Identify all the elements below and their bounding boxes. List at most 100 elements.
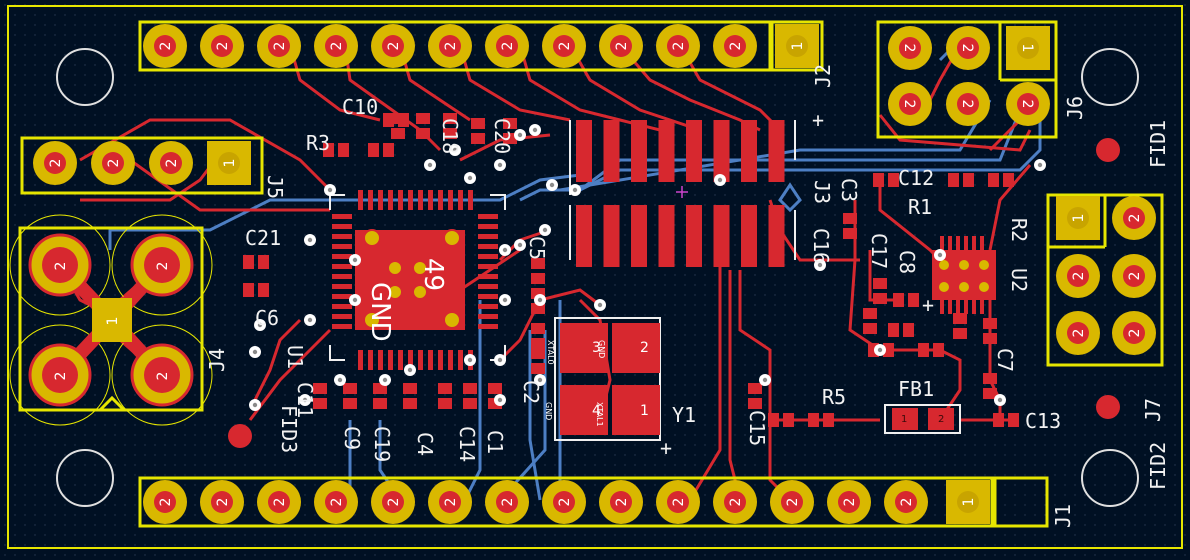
j1-pin-15: 2: [143, 480, 187, 524]
j3-pad-top: [658, 120, 675, 182]
j6-pin-5-label: 2: [901, 44, 917, 53]
fb1-pad1-label: 1: [901, 414, 907, 425]
j3-pad-top: [631, 120, 647, 182]
j6-pin-3-label: 2: [959, 44, 975, 53]
passive-footprint: [313, 383, 327, 409]
j7-pin-4-label: 2: [1127, 272, 1143, 281]
via: [324, 184, 336, 196]
u1-pad-top: [378, 190, 383, 210]
ref-C8: C8: [895, 250, 919, 274]
passive-components: [243, 113, 1019, 427]
u1-pad-bottom: [358, 350, 363, 370]
j1-pin-4-label: 2: [785, 498, 801, 507]
j5-pin-1-label: 1: [222, 159, 238, 168]
j4-pad-a-label: 2: [53, 262, 69, 271]
via: [249, 399, 261, 411]
passive-footprint: [748, 383, 762, 409]
u1-pad-left: [332, 294, 352, 299]
j1-pin-2-label: 2: [899, 498, 915, 507]
j3-pad-bottom: [658, 205, 675, 267]
via: [514, 239, 526, 251]
j7-pin-6: 2: [1112, 311, 1156, 355]
j3-pad-bottom: [741, 205, 757, 267]
passive-footprint: [531, 323, 545, 349]
y1-pad3-net: XTAL0: [546, 340, 555, 365]
chip-U2: [932, 236, 996, 314]
passive-refs: C10 R3 C18 C20 C21 C6 C11 C9 C19 C4 C14 …: [245, 95, 1061, 462]
j1-pin-3-label: 2: [842, 498, 858, 507]
j1-pin-9-label: 2: [500, 498, 516, 507]
u2-plus-mark: +: [922, 293, 934, 317]
j1-pin-6-label: 2: [671, 498, 687, 507]
j7-pin-3: 2: [1056, 254, 1100, 298]
via: [334, 374, 346, 386]
ref-U1: U1: [283, 345, 307, 369]
j7-pin-5: 2: [1056, 311, 1100, 355]
header-J1: [138, 476, 1049, 528]
passive-footprint: [403, 383, 417, 409]
via: [464, 354, 476, 366]
u1-pad-left: [332, 234, 352, 239]
passive-footprint: [391, 113, 405, 139]
j1-pin-11: 2: [371, 480, 415, 524]
ref-J6: J6: [1063, 96, 1087, 120]
via: [494, 394, 506, 406]
j6-pin-4-label: 2: [959, 100, 975, 109]
ref-C3: C3: [837, 178, 861, 202]
j1-pin-13-label: 2: [272, 498, 288, 507]
u1-pad-left: [332, 324, 352, 329]
y1-pad2-num: 2: [640, 340, 649, 356]
u1-pad-left: [332, 254, 352, 259]
passive-footprint: [503, 118, 517, 144]
ref-C4: C4: [413, 432, 437, 456]
j5-pin-4: 2: [33, 141, 77, 185]
j7-pin-2-label: 2: [1127, 214, 1143, 223]
passive-footprint: [531, 258, 545, 284]
header-J2: [138, 20, 824, 72]
j3-pad-bottom: [631, 205, 647, 267]
via: [424, 159, 436, 171]
u1-pad-right: [478, 304, 498, 309]
u1-pad-top: [468, 190, 473, 210]
u1-center-net-label: GND: [365, 282, 395, 342]
j6-pin-3: 2: [946, 26, 990, 70]
passive-footprint: [948, 173, 974, 187]
j2-pin-8-label: 2: [386, 42, 402, 51]
ref-C19: C19: [370, 426, 394, 462]
j5-pin-3-label: 2: [106, 159, 122, 168]
u1-pad-top: [438, 190, 443, 210]
header-J7: [1046, 193, 1164, 367]
u1-pad-top: [418, 190, 423, 210]
j2-pin-1-label: 1: [790, 42, 806, 51]
j1-pin-10: 2: [428, 480, 472, 524]
j7-pin-3-label: 2: [1071, 272, 1087, 281]
u1-pad-left: [332, 244, 352, 249]
u1-pad-top: [428, 190, 433, 210]
header-J5: [20, 136, 264, 195]
passive-footprint: [868, 343, 894, 357]
y1-pad2-net: GND: [597, 340, 606, 358]
ref-J5: J5: [263, 175, 287, 199]
j2-pin-1: 1: [775, 24, 819, 68]
u1-center-pad-label: 49: [418, 258, 448, 291]
j2-pin-8: 2: [371, 24, 415, 68]
passive-footprint: [531, 348, 545, 374]
j2-pin-6: 2: [485, 24, 529, 68]
u1-pad-left: [332, 264, 352, 269]
j6-pin-5: 2: [888, 26, 932, 70]
ferrite-FB1: [884, 404, 961, 434]
via: [254, 319, 266, 331]
u1-pad-left: [332, 304, 352, 309]
ref-R2: R2: [1007, 218, 1031, 242]
ref-C13: C13: [1025, 409, 1061, 433]
j4-pad-d-label: 2: [155, 372, 171, 381]
j1-pin-3: 2: [827, 480, 871, 524]
ref-J1: J1: [1051, 504, 1075, 528]
y1-plus-mark: +: [660, 436, 672, 460]
via: [494, 159, 506, 171]
passive-footprint: [863, 308, 877, 334]
ref-C14: C14: [455, 426, 479, 462]
